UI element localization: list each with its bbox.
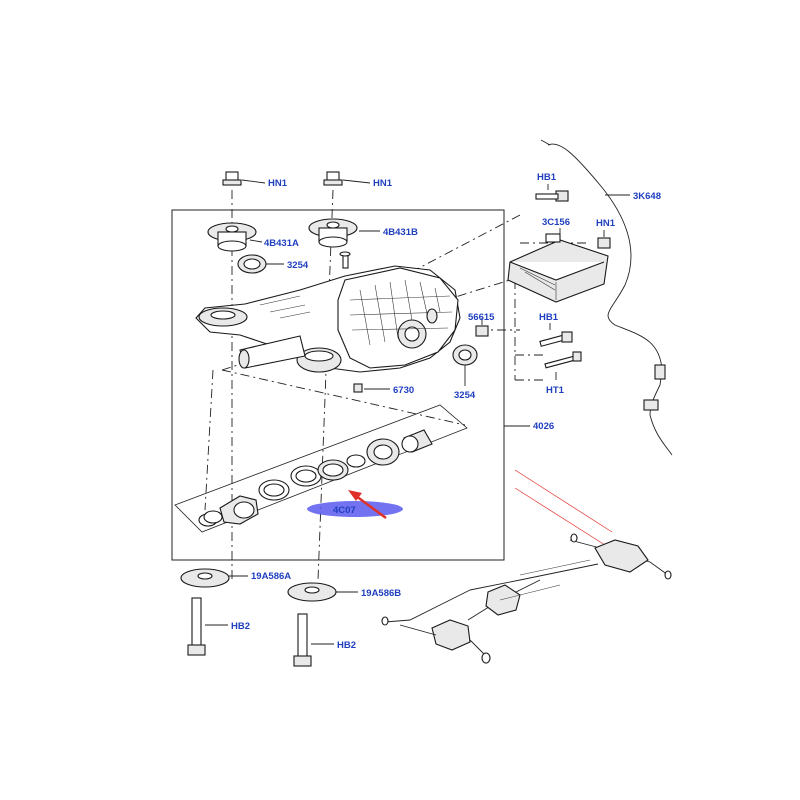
- label-3254-right: 3254: [454, 390, 476, 401]
- label-hn1-module: HN1: [596, 218, 616, 229]
- mount-4b431a: [207, 222, 257, 252]
- mount-4b431b: [308, 218, 358, 248]
- bolt-hb1-top: [535, 190, 569, 202]
- label-3k648: 3K648: [633, 191, 661, 202]
- label-hb2-right: HB2: [337, 640, 356, 651]
- label-ht1: HT1: [546, 385, 565, 396]
- label-3254-left: 3254: [287, 260, 309, 271]
- assembly-frame: [171, 209, 505, 561]
- seal-3254-left: [237, 254, 267, 274]
- nut-hn1-module: [597, 237, 611, 249]
- label-hb1-top: HB1: [537, 172, 557, 183]
- mount-19a586a: [180, 568, 230, 588]
- label-hn1-right: HN1: [373, 178, 393, 189]
- breather-valve: [339, 251, 351, 269]
- bolt-hb1-lower: [539, 331, 573, 347]
- bearing-kit-parts: [198, 429, 433, 527]
- label-56615: 56615: [468, 312, 495, 323]
- control-module-3c156: [507, 233, 609, 303]
- label-4026: 4026: [533, 421, 554, 432]
- red-arrow-icon: [348, 490, 387, 520]
- label-19a586b: 19A586B: [361, 588, 401, 599]
- differential-housing: [195, 265, 461, 373]
- nut-hn1-left: [222, 171, 242, 186]
- label-3c156: 3C156: [542, 217, 570, 228]
- sensor-cable-3k648: [540, 139, 673, 456]
- label-4b431b: 4B431B: [383, 227, 418, 238]
- stud-ht1: [544, 351, 582, 369]
- label-4b431a: 4B431A: [264, 238, 299, 249]
- label-hb2-left: HB2: [231, 621, 250, 632]
- nut-hn1-right: [323, 171, 343, 186]
- drivetrain-inset: [381, 533, 672, 664]
- bearing-kit-box: [174, 404, 468, 533]
- label-6730: 6730: [393, 385, 414, 396]
- bolt-hb2-left: [187, 597, 206, 656]
- label-4c07: 4C07: [333, 505, 356, 516]
- plug-56615: [475, 325, 489, 337]
- label-19a586a: 19A586A: [251, 571, 291, 582]
- label-hb1-lower: HB1: [539, 312, 559, 323]
- bolt-6730: [353, 383, 363, 393]
- seal-3254-right: [452, 344, 478, 366]
- bolt-hb2-right: [293, 613, 312, 667]
- label-hn1-left: HN1: [268, 178, 288, 189]
- mount-19a586b: [287, 582, 337, 602]
